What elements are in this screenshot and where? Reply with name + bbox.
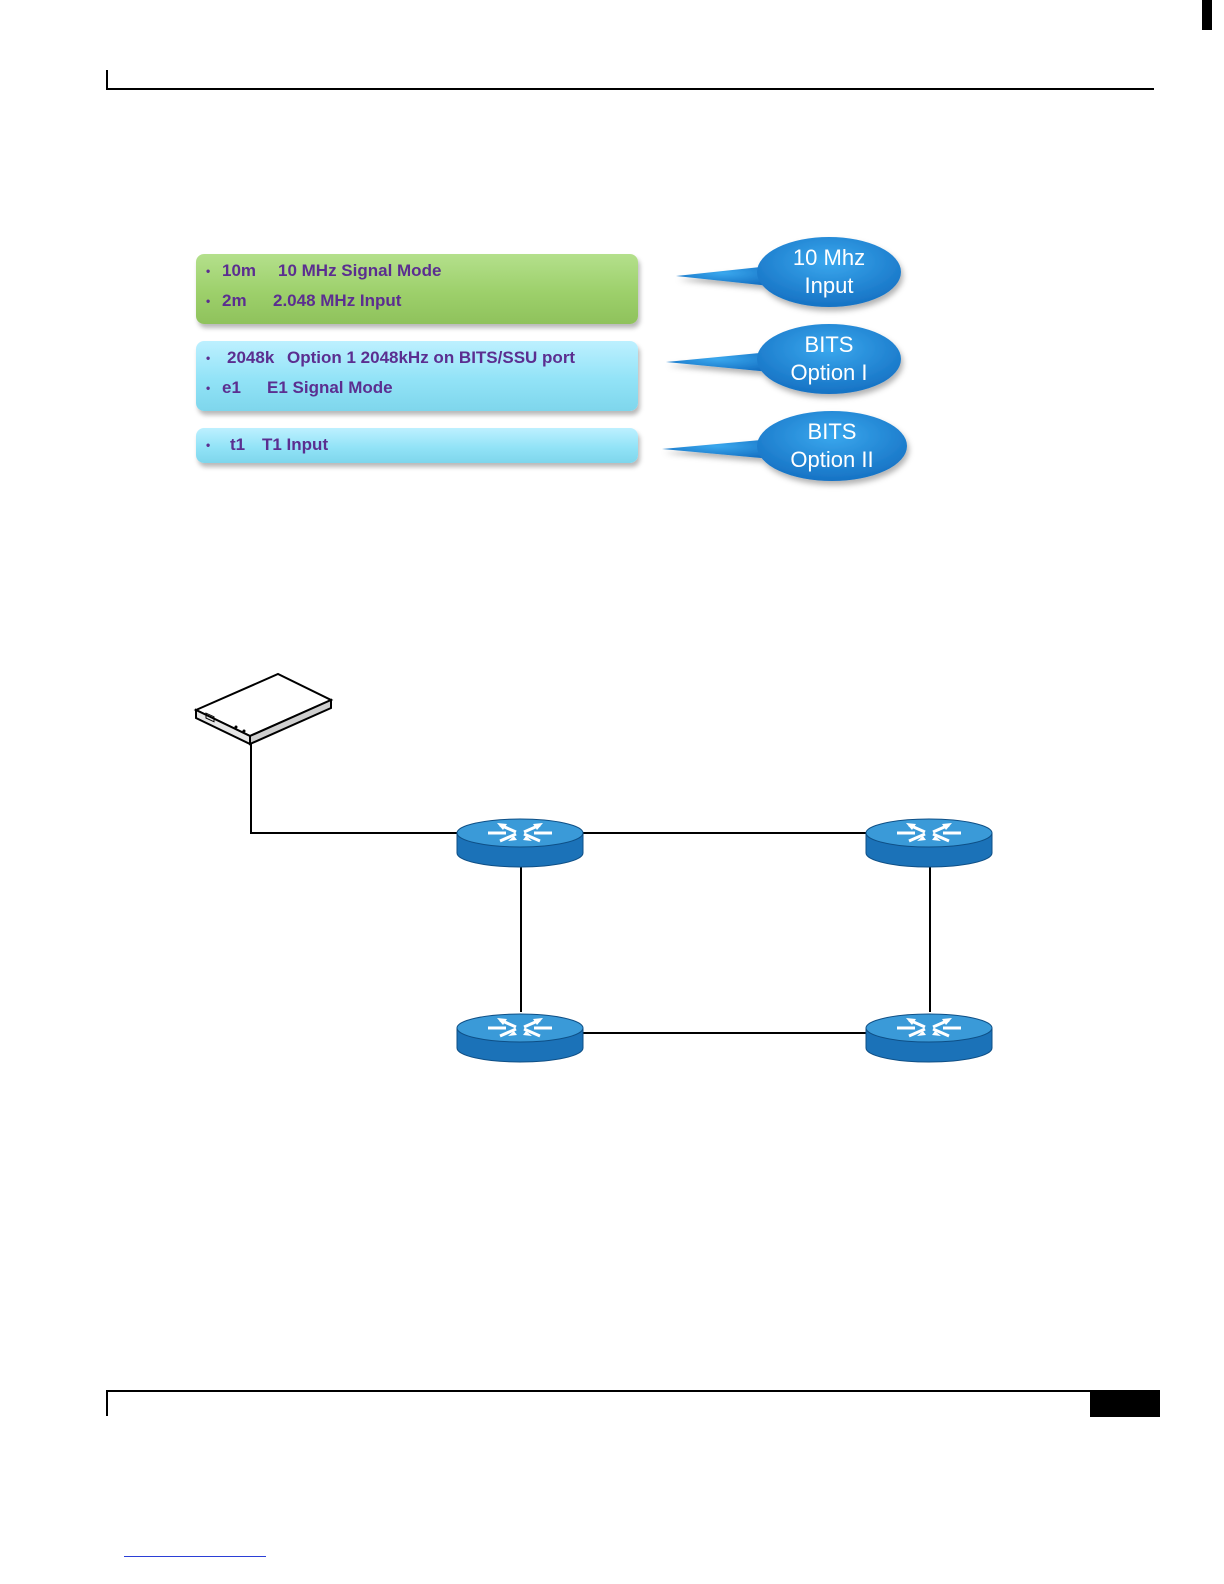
router-bottom-right-icon [866, 1014, 992, 1062]
router-top-left-icon [457, 819, 583, 867]
topology-links [251, 735, 930, 1033]
footer-rule [106, 1390, 1160, 1392]
footer-rule-tick [106, 1390, 108, 1416]
link-clock-to-router [251, 735, 458, 833]
router-bottom-left-icon [457, 1014, 583, 1062]
clock-source-device-icon [196, 674, 331, 744]
footer-link-underline[interactable] [124, 1556, 266, 1557]
router-top-right-icon [866, 819, 992, 867]
page-number-box [1090, 1392, 1160, 1417]
